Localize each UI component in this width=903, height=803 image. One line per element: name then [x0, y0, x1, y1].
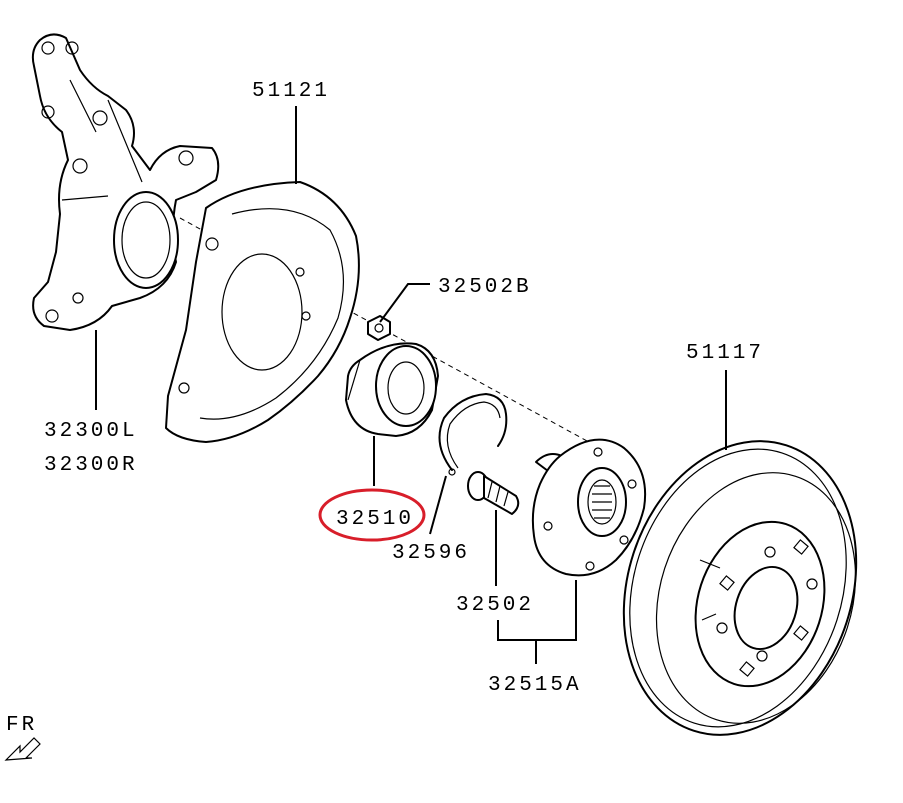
- backing-plate[interactable]: [165, 181, 360, 443]
- label-32515A: 32515A: [488, 674, 582, 697]
- label-32502: 32502: [456, 594, 534, 617]
- wheel-hub[interactable]: [531, 438, 647, 577]
- wheel-bearing[interactable]: [345, 342, 439, 437]
- leader-32515A: [497, 580, 577, 664]
- leader-lines: [95, 106, 727, 664]
- label-32502B: 32502B: [438, 276, 532, 299]
- snap-ring[interactable]: [438, 393, 508, 476]
- highlight-circle: [318, 488, 426, 542]
- hub-nut[interactable]: [367, 315, 391, 341]
- leader-32596: [429, 475, 447, 535]
- label-fr: FR: [6, 714, 37, 737]
- front-direction-arrow-icon: [4, 737, 41, 761]
- leader-32502B: [379, 283, 430, 323]
- hub-bolt[interactable]: [467, 471, 520, 515]
- label-32300R: 32300R: [44, 454, 138, 477]
- steering-knuckle[interactable]: [31, 33, 220, 331]
- label-32510: 32510: [336, 508, 414, 531]
- brake-disc[interactable]: [587, 411, 893, 766]
- label-51117: 51117: [686, 342, 764, 365]
- label-51121: 51121: [252, 80, 330, 103]
- label-32596: 32596: [392, 542, 470, 565]
- label-32300L: 32300L: [44, 420, 138, 443]
